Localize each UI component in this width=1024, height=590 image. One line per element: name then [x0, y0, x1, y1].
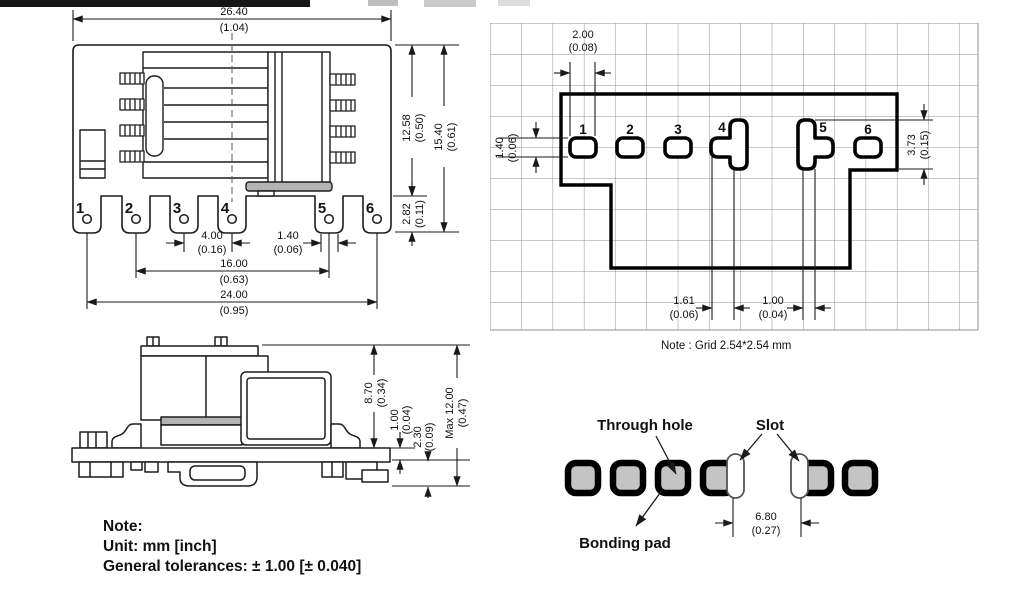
slot-right: [790, 453, 809, 499]
dim-slot-spacing-inch: (0.27): [752, 525, 781, 537]
pad-number-3: 3: [674, 122, 682, 137]
side-shaded-bar: [160, 416, 243, 426]
pad-number-6: 6: [864, 122, 872, 137]
pad-detail-drawing: Through hole Slot Bonding pad 6.80 (0.27…: [564, 417, 879, 552]
pad-number-2: 2: [626, 122, 634, 137]
dim-max-height-mm: Max 12.00: [444, 387, 456, 438]
dim-side-body-height-mm: 8.70: [363, 382, 375, 403]
dim-pin-width-mm: 1.40: [277, 230, 298, 242]
dim-slot-length-inch: (0.15): [919, 131, 931, 160]
side-view-drawing: [71, 336, 391, 487]
dim-pad-height-mm: 1.40: [494, 137, 506, 158]
side-view-dimensions: [262, 344, 470, 498]
bonding-pads: [564, 459, 879, 497]
dim-outer-span-inch: (0.95): [220, 305, 249, 317]
front-view-labels: 26.40 (1.04) 12.58 (0.50) 15.40 (0.61) 2…: [76, 6, 458, 317]
dim-pin-depth-inch: (0.09): [424, 423, 436, 452]
note-tolerance: General tolerances: ± 1.00 [± 0.040]: [103, 558, 361, 575]
dim-standoff-mm: 1.00: [389, 409, 401, 430]
base-plate: [71, 447, 391, 463]
dim-inner-span-mm: 16.00: [220, 258, 248, 270]
bobbin-pins-left: [119, 72, 145, 163]
pin-holes: [81, 213, 383, 225]
pad-number-4: 4: [718, 120, 726, 135]
dim-body-height-mm: 12.58: [401, 114, 413, 142]
dim-overall-width-inch: (1.04): [220, 22, 249, 34]
land-pad-5-with-slot: [796, 118, 835, 171]
land-pattern-drawing: 1 2 3 4 5 6 2.00 (0.08) 1.40 (0.06) 3.73…: [490, 23, 979, 352]
pin-number-4: 4: [221, 200, 230, 217]
dim-max-height-inch: (0.47): [457, 399, 469, 428]
dim-slot-width-mm: 1.00: [762, 295, 783, 307]
land-pad-6: [853, 136, 883, 159]
pin-number-1: 1: [76, 200, 84, 217]
lead-hook-right: [330, 423, 361, 449]
core-shaded-bar: [245, 181, 333, 192]
dim-pin-tab-height-inch: (0.11): [414, 200, 426, 228]
land-pad-1: [568, 136, 598, 159]
bobbin-pins-right: [329, 73, 356, 164]
pin-number-2: 2: [125, 200, 133, 217]
dim-slot-spacing-mm: 6.80: [755, 511, 776, 523]
front-view-dimensions: [72, 10, 459, 309]
screenshot-crop-artifact: [0, 0, 530, 7]
land-pad-4-with-slot: [709, 118, 749, 171]
dim-pad-height-inch: (0.06): [507, 134, 519, 163]
pin-number-3: 3: [173, 200, 181, 217]
pin-number-6: 6: [366, 200, 374, 217]
land-pad-3: [663, 136, 693, 159]
side-view-labels: 8.70 (0.34) 1.00 (0.04) 2.30 (0.09) Max …: [363, 379, 469, 452]
dim-pin-depth-mm: 2.30: [412, 426, 424, 447]
pad-number-1: 1: [579, 122, 587, 137]
land-pattern-dimensions: [498, 62, 933, 320]
land-pad-2: [615, 136, 645, 159]
dim-body-height-inch: (0.50): [414, 114, 426, 143]
lead-hook-left: [111, 423, 142, 449]
dim-pin-tab-height-mm: 2.82: [401, 203, 413, 224]
through-hole-label: Through hole: [597, 417, 693, 434]
land-pattern-labels: 1 2 3 4 5 6 2.00 (0.08) 1.40 (0.06) 3.73…: [494, 29, 931, 352]
slot-left: [726, 453, 745, 499]
footprint-outline: [559, 92, 899, 270]
dim-outer-span-mm: 24.00: [220, 289, 248, 301]
slot-label: Slot: [756, 417, 784, 434]
dim-side-body-height-inch: (0.34): [376, 379, 388, 408]
dim-slot-offset-inch: (0.06): [670, 309, 699, 321]
core-and-bobbin: [79, 51, 333, 197]
pad-number-5: 5: [819, 120, 827, 135]
dim-pad-width-inch: (0.08): [569, 42, 598, 54]
dim-slot-offset-mm: 1.61: [673, 295, 694, 307]
note-block: Note: Unit: mm [inch] General tolerances…: [103, 518, 361, 575]
dim-overall-height-mm: 15.40: [433, 123, 445, 151]
dim-inner-span-inch: (0.63): [220, 274, 249, 286]
dim-pad-width-mm: 2.00: [572, 29, 593, 41]
grid-note: Note : Grid 2.54*2.54 mm: [661, 340, 791, 352]
front-view-drawing: [72, 33, 392, 234]
bonding-pad-label: Bonding pad: [579, 535, 671, 552]
pin-number-5: 5: [318, 200, 326, 217]
dim-pin-width-inch: (0.06): [274, 244, 303, 256]
dim-standoff-inch: (0.04): [401, 406, 413, 435]
pad-detail-arrows: [635, 433, 819, 537]
land-pads: [568, 118, 883, 171]
dim-slot-width-inch: (0.04): [759, 309, 788, 321]
dim-slot-length-mm: 3.73: [906, 134, 918, 155]
dim-overall-width-mm: 26.40: [220, 6, 248, 18]
note-title: Note:: [103, 518, 143, 535]
dim-pin-pitch-inch: (0.16): [198, 244, 227, 256]
dim-pin-pitch-mm: 4.00: [201, 230, 222, 242]
note-unit: Unit: mm [inch]: [103, 538, 217, 555]
dim-overall-height-inch: (0.61): [446, 123, 458, 152]
